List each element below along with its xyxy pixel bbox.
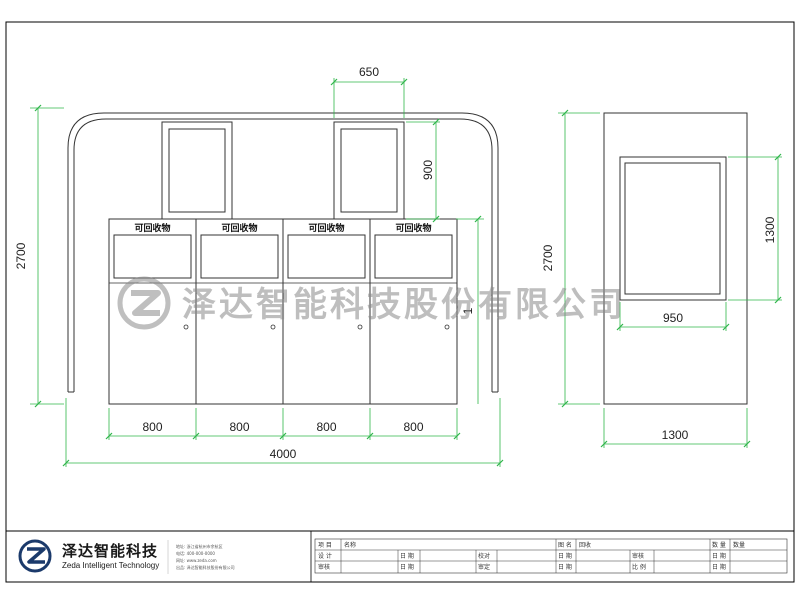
dim-bin-height: 1 xyxy=(461,307,475,314)
dim-bin-width: 800 xyxy=(316,420,336,434)
tb-quantity-label: 数 量 xyxy=(712,541,726,549)
title-block: 泽达智能科技 Zeda Intelligent Technology 地址: 浙… xyxy=(6,530,794,582)
canopy-outer xyxy=(67,112,499,392)
tb-audit-label: 审核 xyxy=(318,563,330,571)
front-dimensions xyxy=(30,78,501,467)
watermark-text: 泽达智能科技股份有限公司 xyxy=(182,285,626,325)
side-dimensions xyxy=(558,112,782,448)
tb-review-label: 审核 xyxy=(632,552,644,560)
front-view: 可回收物 可回收物 可回收物 可回收物 xyxy=(67,112,499,405)
tb-date-4: 日 期 xyxy=(400,563,414,571)
company-name-cn: 泽达智能科技 xyxy=(62,542,158,560)
tb-drawing-name: 回收 xyxy=(579,541,591,549)
screen-panel-left xyxy=(161,121,233,220)
dim-side-height: 2700 xyxy=(541,244,555,271)
tb-quantity-value: 数量 xyxy=(733,541,745,549)
tb-proof-label: 校对 xyxy=(478,552,490,560)
bin-opening xyxy=(113,234,192,279)
bin-lock-icon xyxy=(444,324,450,330)
canopy-inner xyxy=(73,118,493,392)
watermark-logo-icon xyxy=(117,276,171,330)
contact-line-3: 网址: www.zeda.com xyxy=(176,557,217,563)
bin-lock-icon xyxy=(270,324,276,330)
contact-line-4: 出品: 泽达智能科技股份有限公司 xyxy=(176,564,235,570)
bin-opening xyxy=(200,234,279,279)
side-view xyxy=(603,112,748,405)
bin-lock-icon xyxy=(357,324,363,330)
screen-left xyxy=(168,128,226,213)
bin-unit: 可回收物 xyxy=(108,218,197,405)
dim-bin-width: 800 xyxy=(142,420,162,434)
bin-label: 可回收物 xyxy=(308,222,344,234)
bin-label: 可回收物 xyxy=(134,222,170,234)
tb-date-5: 日 期 xyxy=(558,563,572,571)
dim-side-screen-width: 950 xyxy=(663,311,683,325)
tb-design-label: 设 计 xyxy=(318,552,332,560)
title-table xyxy=(314,538,788,574)
dim-screen-height: 900 xyxy=(421,160,435,180)
tb-project-label: 项 目 xyxy=(318,542,332,549)
dim-front-height: 2700 xyxy=(14,242,28,269)
dim-side-width: 1300 xyxy=(662,428,689,442)
side-body xyxy=(603,112,748,405)
tb-scale-label: 比 例 xyxy=(632,563,646,571)
screen-panel-right xyxy=(333,121,405,220)
side-screen xyxy=(624,162,721,295)
tb-date-6: 日 期 xyxy=(712,563,726,571)
contact-line-2: 电话: 400-000-0000 xyxy=(176,550,215,556)
dim-screen-width: 650 xyxy=(359,65,379,79)
bin-unit: 可回收物 xyxy=(282,218,371,405)
drawing-frame xyxy=(5,21,795,583)
tb-date-2: 日 期 xyxy=(558,552,572,560)
bin-label: 可回收物 xyxy=(221,222,257,234)
company-name-en: Zeda Intelligent Technology xyxy=(62,561,159,570)
dim-side-screen-height: 1300 xyxy=(763,216,777,243)
bin-lock-icon xyxy=(183,324,189,330)
bin-opening xyxy=(287,234,366,279)
company-logo-icon xyxy=(18,539,52,573)
contact-line-1: 地址: 浙江省杭州市余杭区 xyxy=(176,543,223,549)
tb-approve-label: 审定 xyxy=(478,563,490,571)
tb-date-1: 日 期 xyxy=(400,552,414,560)
tb-date-3: 日 期 xyxy=(712,552,726,560)
bin-label: 可回收物 xyxy=(395,222,431,234)
bin-width-labels: 800 800 800 800 xyxy=(142,420,423,434)
tb-drawing-label: 图 名 xyxy=(558,541,572,549)
tb-name-label: 名称 xyxy=(344,541,356,549)
watermark: 泽达智能科技股份有限公司 xyxy=(117,276,626,330)
dim-bin-width: 800 xyxy=(229,420,249,434)
side-screen-frame xyxy=(619,156,727,301)
dim-bin-width: 800 xyxy=(403,420,423,434)
screen-right xyxy=(340,128,398,213)
bin-opening xyxy=(374,234,453,279)
dim-front-width: 4000 xyxy=(270,447,297,461)
